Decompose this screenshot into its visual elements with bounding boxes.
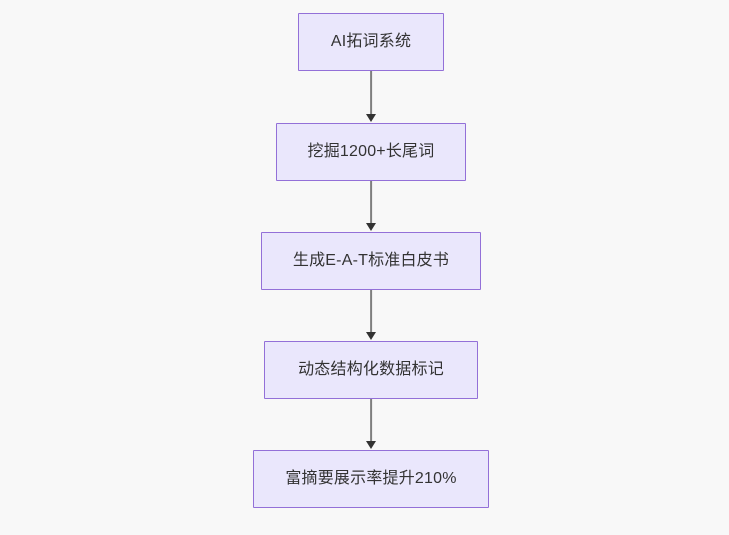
arrowhead-icon-n4-to-n5	[366, 441, 376, 449]
flow-node-label: AI拓词系统	[330, 33, 412, 50]
arrowhead-icon-n3-to-n4	[366, 332, 376, 340]
flow-node-n4[interactable]: 动态结构化数据标记	[264, 341, 478, 399]
edge-line-n3-to-n4	[370, 290, 372, 333]
arrowhead-icon-n2-to-n3	[366, 223, 376, 231]
flow-node-n2[interactable]: 挖掘1200+长尾词	[276, 123, 466, 181]
edge-line-n4-to-n5	[370, 399, 372, 442]
flow-node-n5[interactable]: 富摘要展示率提升210%	[253, 450, 489, 508]
flow-node-label: 富摘要展示率提升210%	[285, 470, 457, 487]
flow-node-n3[interactable]: 生成E-A-T标准白皮书	[261, 232, 481, 290]
flow-node-label: 生成E-A-T标准白皮书	[292, 252, 450, 269]
arrowhead-icon-n1-to-n2	[366, 114, 376, 122]
flow-node-label: 动态结构化数据标记	[298, 361, 444, 378]
edge-line-n2-to-n3	[370, 181, 372, 224]
edge-line-n1-to-n2	[370, 71, 372, 115]
flow-node-n1[interactable]: AI拓词系统	[298, 13, 444, 71]
flow-node-label: 挖掘1200+长尾词	[307, 143, 435, 160]
